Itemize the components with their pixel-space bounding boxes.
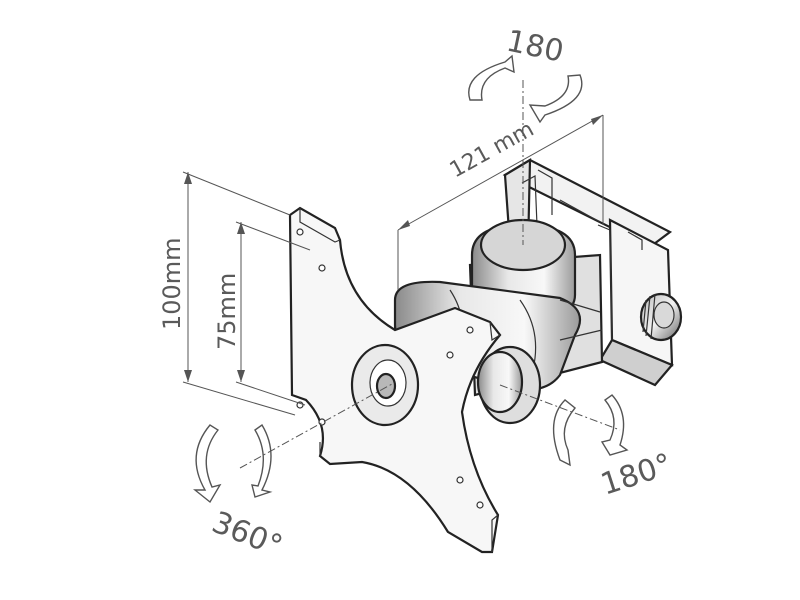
tilt-pivot	[476, 345, 542, 425]
outer-height-label: 100mm	[158, 237, 186, 330]
tilt-arrows: 180°	[552, 394, 677, 503]
tension-knob	[639, 292, 683, 342]
axis-lines	[239, 80, 621, 469]
tilt-label: 180°	[597, 447, 677, 503]
dimension-outer-height: 100mm	[158, 171, 296, 416]
rotate-arrows: 360°	[193, 423, 287, 565]
rotate-label: 360°	[207, 505, 287, 565]
dimension-inner-height: 75mm	[213, 221, 311, 406]
vesa-plate	[288, 206, 502, 554]
inner-height-label: 75mm	[213, 273, 241, 350]
swivel-arrows: 180	[468, 24, 583, 124]
